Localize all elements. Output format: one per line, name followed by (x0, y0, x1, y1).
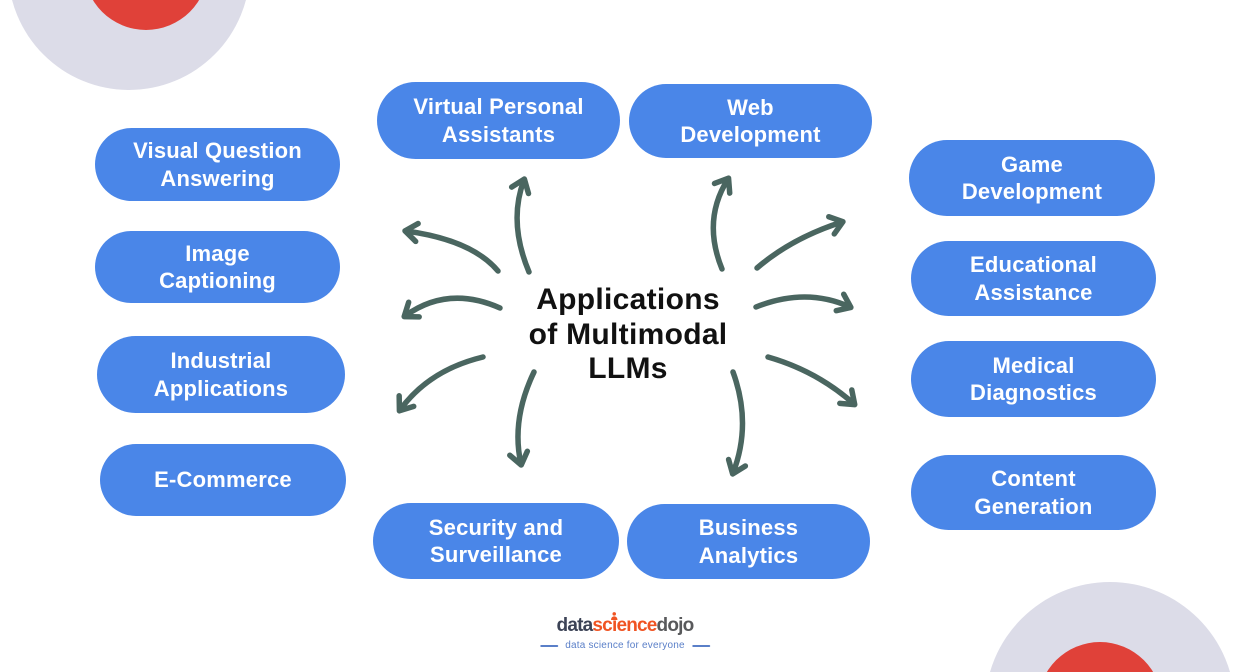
arrow-to-virtual-personal-assistants (508, 176, 532, 275)
logo-tagline: data science for everyone (540, 640, 710, 651)
tagline-text: data science for everyone (565, 640, 685, 651)
arrow-to-visual-question-answering (402, 220, 501, 274)
pill-image-captioning: Image Captioning (95, 231, 340, 303)
pill-business-analytics: Business Analytics (627, 504, 870, 579)
arrow-to-game-development (754, 214, 846, 271)
tagline-dash-left (540, 644, 559, 647)
pill-e-commerce: E-Commerce (100, 444, 346, 516)
pill-content-generation: Content Generation (911, 455, 1156, 530)
pill-security-and-surveillance: Security and Surveillance (373, 503, 619, 579)
logo-word-data: data (556, 615, 594, 636)
pill-game-development: Game Development (909, 140, 1155, 216)
pill-industrial-applications: Industrial Applications (97, 336, 345, 413)
tagline-dash-right (691, 644, 710, 647)
arrow-to-business-analytics (725, 369, 749, 477)
pill-virtual-personal-assistants: Virtual Personal Assistants (377, 82, 620, 159)
pill-web-development: Web Development (629, 84, 872, 158)
pill-medical-diagnostics: Medical Diagnostics (911, 341, 1156, 417)
person-icon (610, 612, 618, 620)
pill-educational-assistance: Educational Assistance (911, 241, 1156, 316)
pill-visual-question-answering: Visual Question Answering (95, 128, 340, 201)
logo-word-science-end: ence (616, 615, 657, 636)
logo-word-dojo: dojo (656, 615, 695, 636)
page-title: Applications of Multimodal LLMs (528, 283, 728, 385)
logo-letter-i: ı (610, 612, 618, 635)
logo-word-science-start: sc (592, 615, 612, 636)
arrow-to-web-development (710, 175, 733, 272)
